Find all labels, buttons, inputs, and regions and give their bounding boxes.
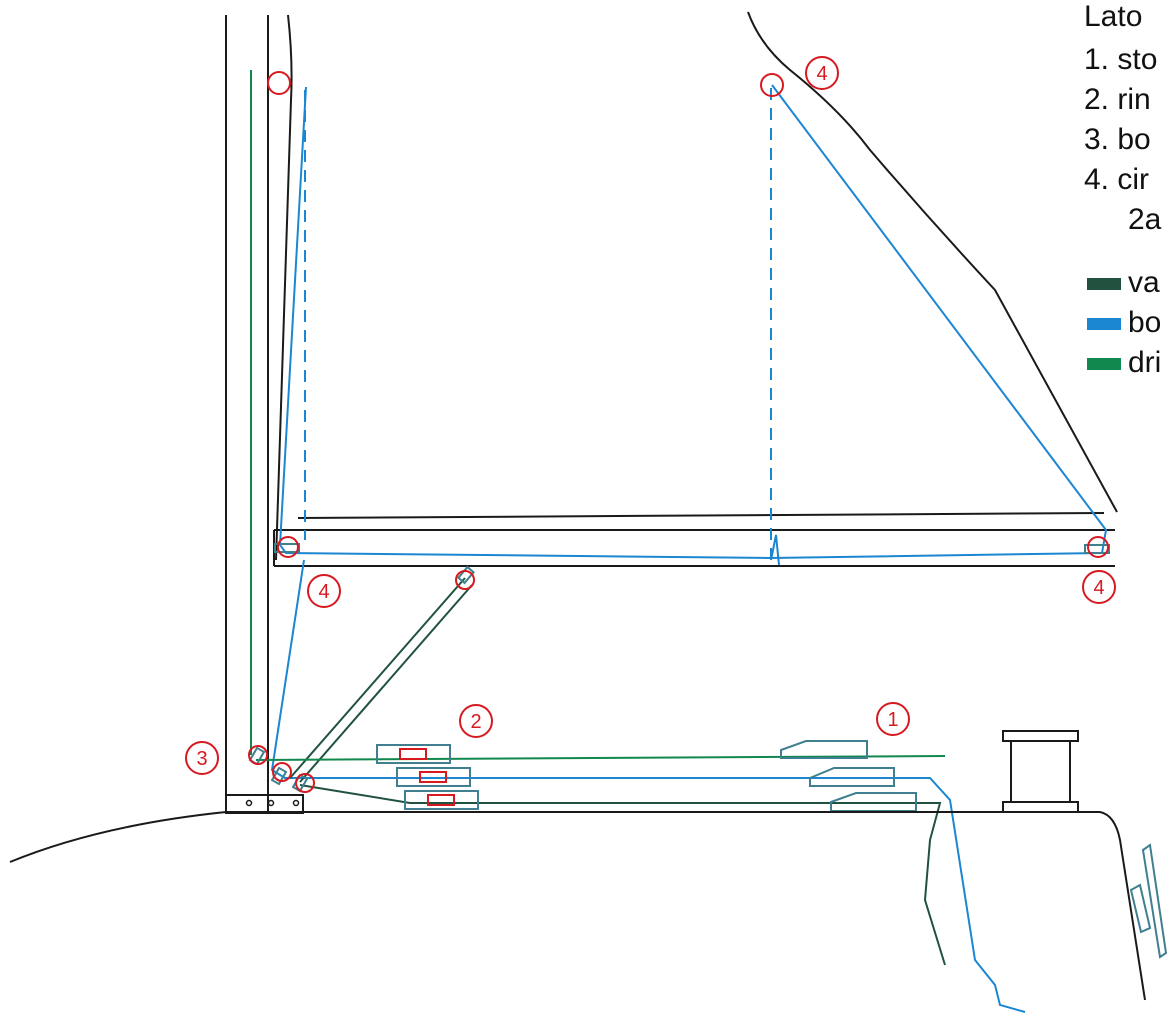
mast-base-fitting-2 <box>270 766 288 786</box>
marker-4-left: 4 <box>307 574 341 608</box>
fittings <box>248 543 1110 793</box>
small-markers <box>248 71 1109 793</box>
mast-base-holes <box>245 799 300 807</box>
boom-fitting-right <box>1084 544 1110 554</box>
jib-foot <box>297 512 1105 519</box>
legend-swatch-vang <box>1087 278 1121 290</box>
winch <box>1002 730 1079 813</box>
rings-group <box>376 744 479 810</box>
blue-lines <box>270 84 1108 1013</box>
legend-item-2: 2. rin <box>1084 83 1151 116</box>
legend-item-4: 4. cir <box>1084 163 1149 196</box>
legend-item-1: 1. sto <box>1084 43 1157 76</box>
marker-4-top: 4 <box>805 56 839 90</box>
legend-item-4-cont: 2a <box>1128 203 1162 236</box>
deck-outline <box>9 811 1146 1001</box>
marker-4-left-label: 4 <box>318 581 329 603</box>
dark-green-lines <box>289 577 946 966</box>
jib-outline <box>747 11 1118 513</box>
legend-title: Lato <box>1084 0 1142 33</box>
mast-base <box>225 794 304 814</box>
legend-swatch-dri-label: dri <box>1128 346 1161 379</box>
marker-4-right: 4 <box>1082 570 1116 604</box>
legend-swatch-vang-label: va <box>1128 266 1160 299</box>
marker-3: 3 <box>185 741 219 775</box>
marker-3-label: 3 <box>196 748 207 770</box>
boom-fitting-left <box>274 543 300 553</box>
marker-4-right-label: 4 <box>1093 577 1104 599</box>
stoppers-group <box>780 740 917 812</box>
vang-top-fitting <box>457 565 475 585</box>
hatch-detail <box>1129 843 1168 959</box>
marker-2-label: 2 <box>470 711 481 733</box>
legend: Lato 1. sto 2. rin 3. bo 4. cir 2a va bo… <box>1084 0 1162 379</box>
boom <box>273 529 1115 567</box>
marker-4-top-label: 4 <box>816 63 827 85</box>
legend-swatch-boom <box>1087 318 1121 330</box>
mainsail-luff <box>275 14 293 561</box>
marker-1: 1 <box>876 702 910 736</box>
legend-swatch-boom-label: bo <box>1128 306 1161 339</box>
marker-2: 2 <box>459 704 493 738</box>
legend-swatch-dri <box>1087 358 1121 370</box>
green-control-line <box>255 755 946 761</box>
mast <box>225 15 269 812</box>
legend-item-3: 3. bo <box>1084 123 1151 156</box>
marker-1-label: 1 <box>887 709 898 731</box>
